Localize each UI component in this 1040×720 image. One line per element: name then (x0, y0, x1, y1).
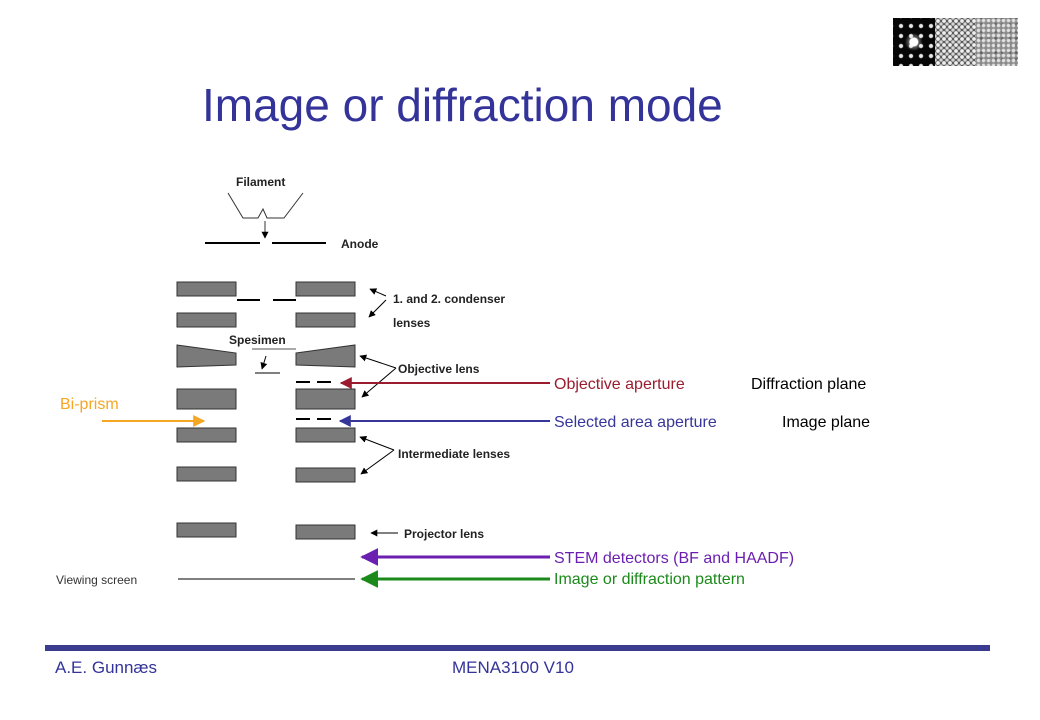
tem-images-thumbnail (893, 18, 1019, 66)
image-pattern-label: Image or diffraction pattern (554, 571, 745, 588)
specimen-label: Spesimen (229, 333, 286, 347)
intermediate-lenses-label: Intermediate lenses (398, 447, 510, 461)
footer-course: MENA3100 V10 (452, 658, 574, 677)
diffraction-pattern-image (893, 18, 935, 66)
anode-label: Anode (341, 237, 379, 251)
footer-author: A.E. Gunnæs (55, 658, 158, 677)
hrtem-image (976, 18, 1019, 66)
viewing-screen-label: Viewing screen (56, 573, 137, 587)
specimen-pointer (260, 355, 268, 370)
bi-prism-label: Bi-prism (60, 396, 119, 413)
intermediate-lenses (176, 427, 356, 483)
projector-lens (176, 522, 356, 540)
objective-lens (176, 344, 356, 410)
condenser-lenses (176, 281, 356, 328)
image-plane-label: Image plane (782, 414, 870, 431)
stem-detectors-label: STEM detectors (BF and HAADF) (554, 550, 794, 567)
condenser-label-line1: 1. and 2. condenser (393, 292, 505, 306)
diffraction-plane-label: Diffraction plane (751, 376, 866, 393)
objective-aperture-label: Objective aperture (554, 376, 685, 393)
page-title: Image or diffraction mode (202, 79, 723, 131)
lattice-image (934, 18, 977, 66)
filament-label: Filament (236, 175, 285, 189)
condenser-label-line2: lenses (393, 316, 431, 330)
footer-divider (45, 645, 990, 651)
projector-lens-label: Projector lens (404, 527, 484, 541)
objective-lens-label: Objective lens (398, 362, 480, 376)
filament-icon (227, 192, 304, 219)
selected-area-aperture-label: Selected area aperture (554, 414, 717, 431)
